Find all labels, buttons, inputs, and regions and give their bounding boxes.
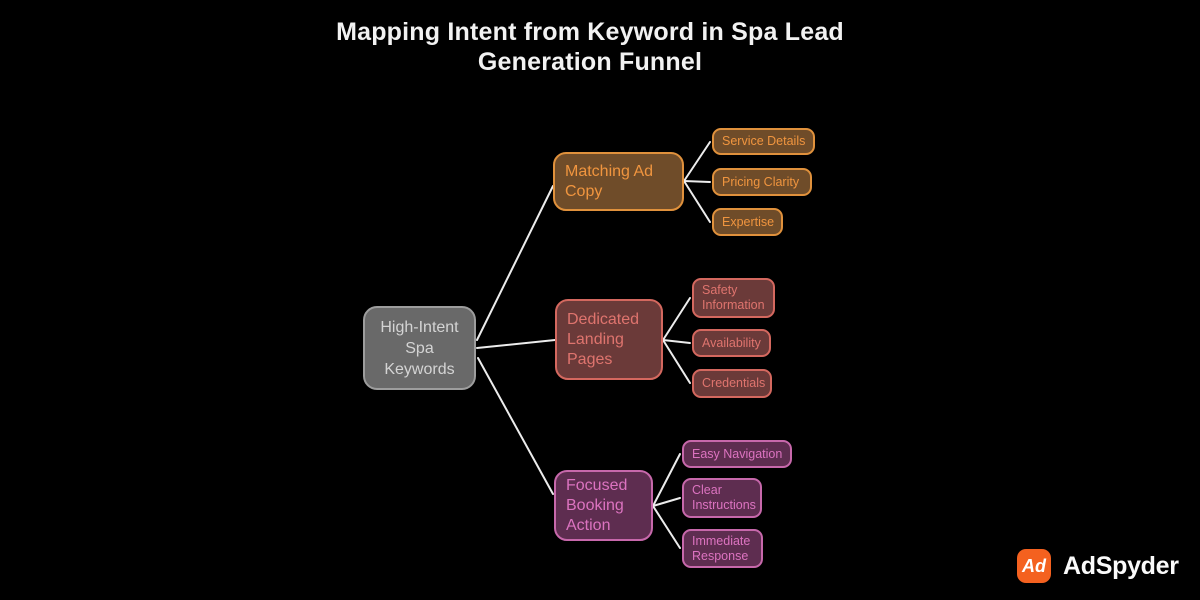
node-safety-information: Safety Information	[692, 278, 775, 318]
node-pricing-clarity: Pricing Clarity	[712, 168, 812, 196]
adspyder-logo-icon: Ad	[1017, 549, 1051, 583]
brand-name: AdSpyder	[1063, 551, 1179, 580]
node-matching-ad-copy: Matching Ad Copy	[553, 152, 684, 211]
node-focused-booking-action: Focused Booking Action	[554, 470, 653, 541]
node-service-details: Service Details	[712, 128, 815, 155]
node-expertise: Expertise	[712, 208, 783, 236]
node-easy-navigation: Easy Navigation	[682, 440, 792, 468]
page-title: Mapping Intent from Keyword in Spa Lead …	[336, 18, 844, 76]
node-dedicated-landing-pages: Dedicated Landing Pages	[555, 299, 663, 380]
node-clear-instructions: Clear Instructions	[682, 478, 762, 518]
adspyder-monogram: Ad	[1022, 555, 1046, 576]
brand-logo: Ad AdSpyder	[1017, 549, 1179, 583]
node-immediate-response: Immediate Response	[682, 529, 763, 568]
node-credentials: Credentials	[692, 369, 772, 398]
node-high-intent-spa-keywords: High-Intent Spa Keywords	[363, 306, 476, 390]
node-availability: Availability	[692, 329, 771, 357]
